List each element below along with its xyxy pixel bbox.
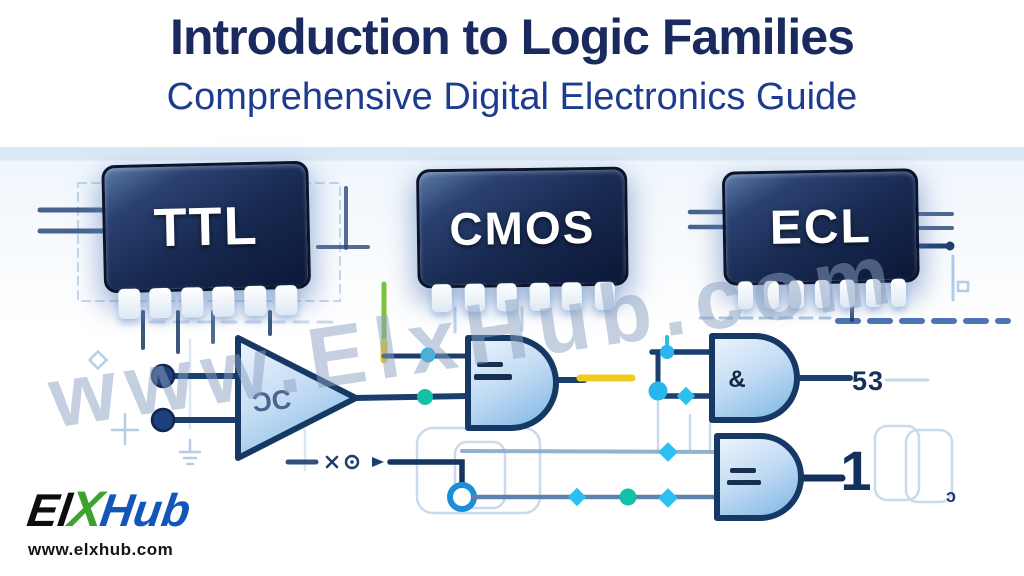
corner-mark: ɔ xyxy=(946,486,956,506)
and-gate-1 xyxy=(465,335,559,431)
chip-pins xyxy=(724,278,920,310)
logo-url: www.elxhub.com xyxy=(28,540,174,559)
and2-output-label: 53 xyxy=(852,366,884,396)
chip-label: ECL xyxy=(721,168,920,286)
buffer-gate xyxy=(235,335,359,461)
chip-row-band xyxy=(0,147,1024,161)
chip-pins xyxy=(104,284,312,320)
chip-label: CMOS xyxy=(416,166,629,289)
chip-ecl: ECL xyxy=(721,168,920,310)
logo-hub: Hub xyxy=(97,484,194,536)
connection-nodes xyxy=(150,345,696,508)
buffer-inner-text: ϽϹ xyxy=(251,384,293,418)
logo-wordmark: ElXHub xyxy=(24,481,194,537)
chip-pins xyxy=(418,281,629,313)
chip-label: TTL xyxy=(101,160,312,294)
and2-inner-text: & xyxy=(728,366,745,393)
gate-inner-marks: ϽϹ & xyxy=(251,362,761,485)
and-gate-2 xyxy=(709,333,800,423)
chip-ttl: TTL xyxy=(101,160,312,320)
and-gate-3 xyxy=(714,433,804,521)
chip-cmos: CMOS xyxy=(416,166,629,313)
schematic-labels: 53 1 ɔ xyxy=(840,366,956,506)
logic-gates xyxy=(235,333,804,521)
page-subtitle: Comprehensive Digital Electronics Guide xyxy=(166,76,858,118)
site-logo: ElXHub www.elxhub.com xyxy=(24,481,194,560)
page-title: Introduction to Logic Families xyxy=(170,9,855,65)
and3-output-label: 1 xyxy=(840,439,871,502)
